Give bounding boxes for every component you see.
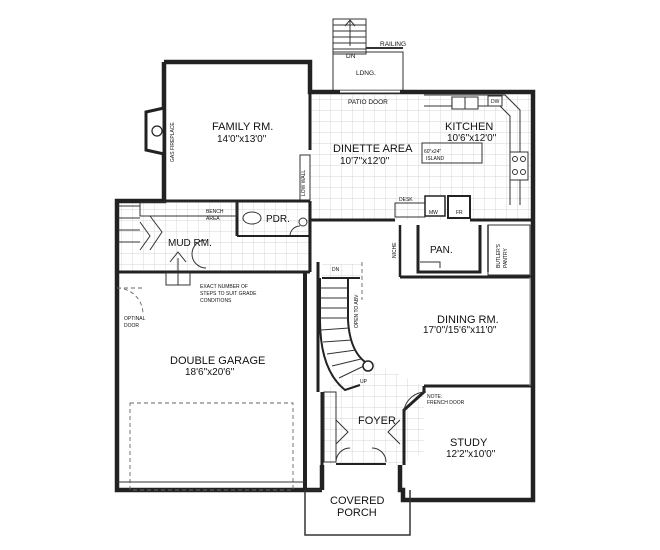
garage-dimensions: 18'6"x20'6"	[185, 367, 235, 378]
dining-room-label: DINING RM.	[437, 314, 499, 326]
mud-room-label: MUD RM.	[168, 238, 212, 249]
exact-steps-note-3: CONDITIONS	[200, 298, 232, 304]
desk-label: DESK	[399, 197, 413, 203]
kitchen-counters	[424, 94, 529, 205]
kitchen-label: KITCHEN	[445, 121, 493, 133]
exact-steps-note-1: EXACT NUMBER OF	[200, 284, 248, 290]
kitchen-dimensions: 10'6"x12'0"	[447, 133, 497, 144]
gas-fireplace	[144, 106, 166, 156]
family-room-label: FAMILY RM.	[212, 121, 273, 133]
foyer-label: FOYER	[358, 415, 396, 427]
bench	[139, 201, 238, 217]
dining-room-dimensions: 17'0"/15'6"x11'0"	[423, 325, 497, 336]
stair-up-label: UP	[360, 379, 368, 385]
optional-door-label-2: DOOR	[124, 323, 139, 329]
dinette-dimensions: 10'7"x12'0"	[340, 156, 390, 167]
gas-fireplace-label: GAS FIREPLACE	[170, 122, 176, 162]
fridge-label: FR	[456, 210, 463, 216]
fridge	[447, 195, 471, 219]
island-size-label: 60"x24"	[424, 149, 441, 155]
toilet	[242, 211, 262, 225]
powder-room-label: PDR.	[266, 214, 290, 225]
upper-stair-tile-floor	[322, 264, 362, 278]
landing-label: LDNG.	[356, 70, 376, 77]
garage-label: DOUBLE GARAGE	[170, 355, 265, 367]
exact-steps-note-2: STEPS TO SUIT GRADE	[200, 291, 257, 297]
niche-label: NICHE	[392, 242, 398, 258]
butlers-pantry-label-2: PANTRY	[503, 248, 509, 268]
island-label: ISLAND	[426, 156, 444, 162]
stair-down-label-top: DN	[346, 53, 356, 60]
dinette-label: DINETTE AREA	[333, 143, 413, 155]
kitchen-island	[421, 142, 483, 164]
pantry-label: PAN.	[430, 245, 453, 256]
stair-down-label: DN	[332, 267, 340, 273]
microwave	[424, 195, 446, 217]
butlers-pantry-label-1: BUTLER'S	[496, 243, 502, 268]
main-staircase	[316, 262, 374, 392]
covered-porch-label-1: COVERED	[330, 495, 384, 507]
dishwasher-label: DW	[491, 99, 500, 105]
low-wall-label: LOW WALL	[301, 170, 307, 196]
optional-door-label-1: OPTINAL	[124, 316, 146, 322]
microwave-label: MW	[429, 210, 438, 216]
covered-porch-label-2: PORCH	[337, 507, 377, 519]
covered-porch-outline	[304, 490, 411, 536]
open-to-above-label: OPEN TO ABV	[354, 294, 360, 328]
railing-label: RAILING	[380, 41, 406, 48]
dinette-kitchen-tile-floor	[310, 95, 532, 220]
french-door-note-2: FRENCH DOOR	[427, 400, 465, 406]
sink	[298, 217, 308, 227]
foyer-tile-floor	[322, 362, 424, 465]
study-dimensions: 12'2"x10'0"	[446, 449, 496, 460]
bench-area-label-2: AREA	[206, 216, 220, 222]
study-label: STUDY	[450, 437, 488, 449]
french-door-note-1: NOTE:	[427, 394, 442, 400]
bench-area-label-1: BENCH	[206, 209, 224, 215]
garage-door-outline	[129, 402, 294, 491]
patio-door-label: PATIO DOOR	[348, 99, 388, 106]
family-room-dimensions: 14'0"x13'0"	[217, 134, 267, 145]
rear-landing	[332, 18, 404, 93]
